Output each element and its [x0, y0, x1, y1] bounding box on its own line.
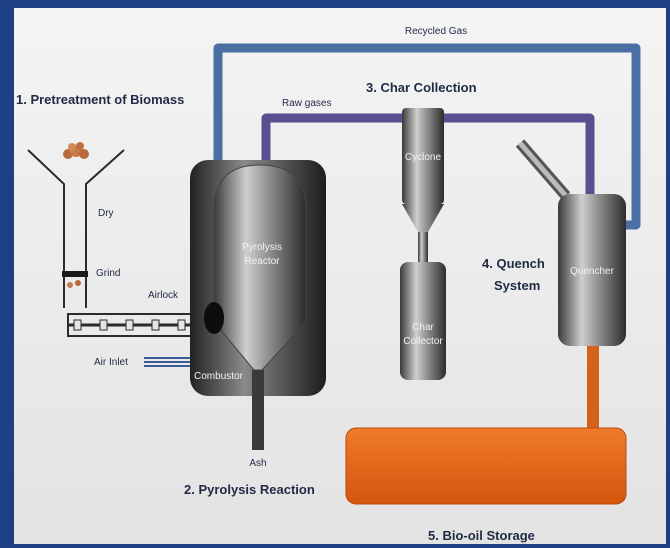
pyrolysis-reactor-label-1: Pyrolysis [242, 242, 282, 253]
cyclone [402, 108, 444, 266]
bio-oil-storage-tank [345, 427, 627, 505]
char-collector-label-1: Char [412, 322, 434, 333]
step-4-title-line1: 4. Quench [482, 256, 545, 271]
recycled-gas-pipe [213, 43, 641, 230]
raw-gases-label: Raw gases [282, 98, 331, 109]
airlock-label: Airlock [148, 290, 179, 301]
step-4-title-line2: System [494, 278, 540, 293]
air-inlet-label: Air Inlet [94, 357, 128, 368]
grinder [62, 271, 88, 288]
step-5-title: 5. Bio-oil Storage [428, 528, 535, 543]
quencher [515, 139, 626, 346]
airlock-valve [204, 302, 224, 334]
biomass-hopper [27, 149, 125, 308]
step-1-title: 1. Pretreatment of Biomass [16, 92, 184, 107]
pyrolysis-reactor-label-2: Reactor [244, 256, 280, 267]
air-inlet-pipe [144, 357, 196, 367]
pyrolysis-reactor [213, 164, 307, 371]
ash-outlet [252, 370, 264, 450]
char-collector-label-2: Collector [403, 336, 443, 347]
ash-label: Ash [249, 458, 266, 469]
step-3-title: 3. Char Collection [366, 80, 477, 95]
dry-label: Dry [98, 208, 114, 219]
char-collector [400, 262, 446, 380]
cyclone-label: Cyclone [405, 152, 442, 163]
bio-oil-pipe [587, 346, 599, 432]
combustor-label: Combustor [194, 371, 244, 382]
grind-label: Grind [96, 268, 120, 279]
step-2-title: 2. Pyrolysis Reaction [184, 482, 315, 497]
quencher-label: Quencher [570, 266, 615, 277]
recycled-gas-label: Recycled Gas [405, 26, 467, 37]
biomass-pile [63, 142, 89, 159]
